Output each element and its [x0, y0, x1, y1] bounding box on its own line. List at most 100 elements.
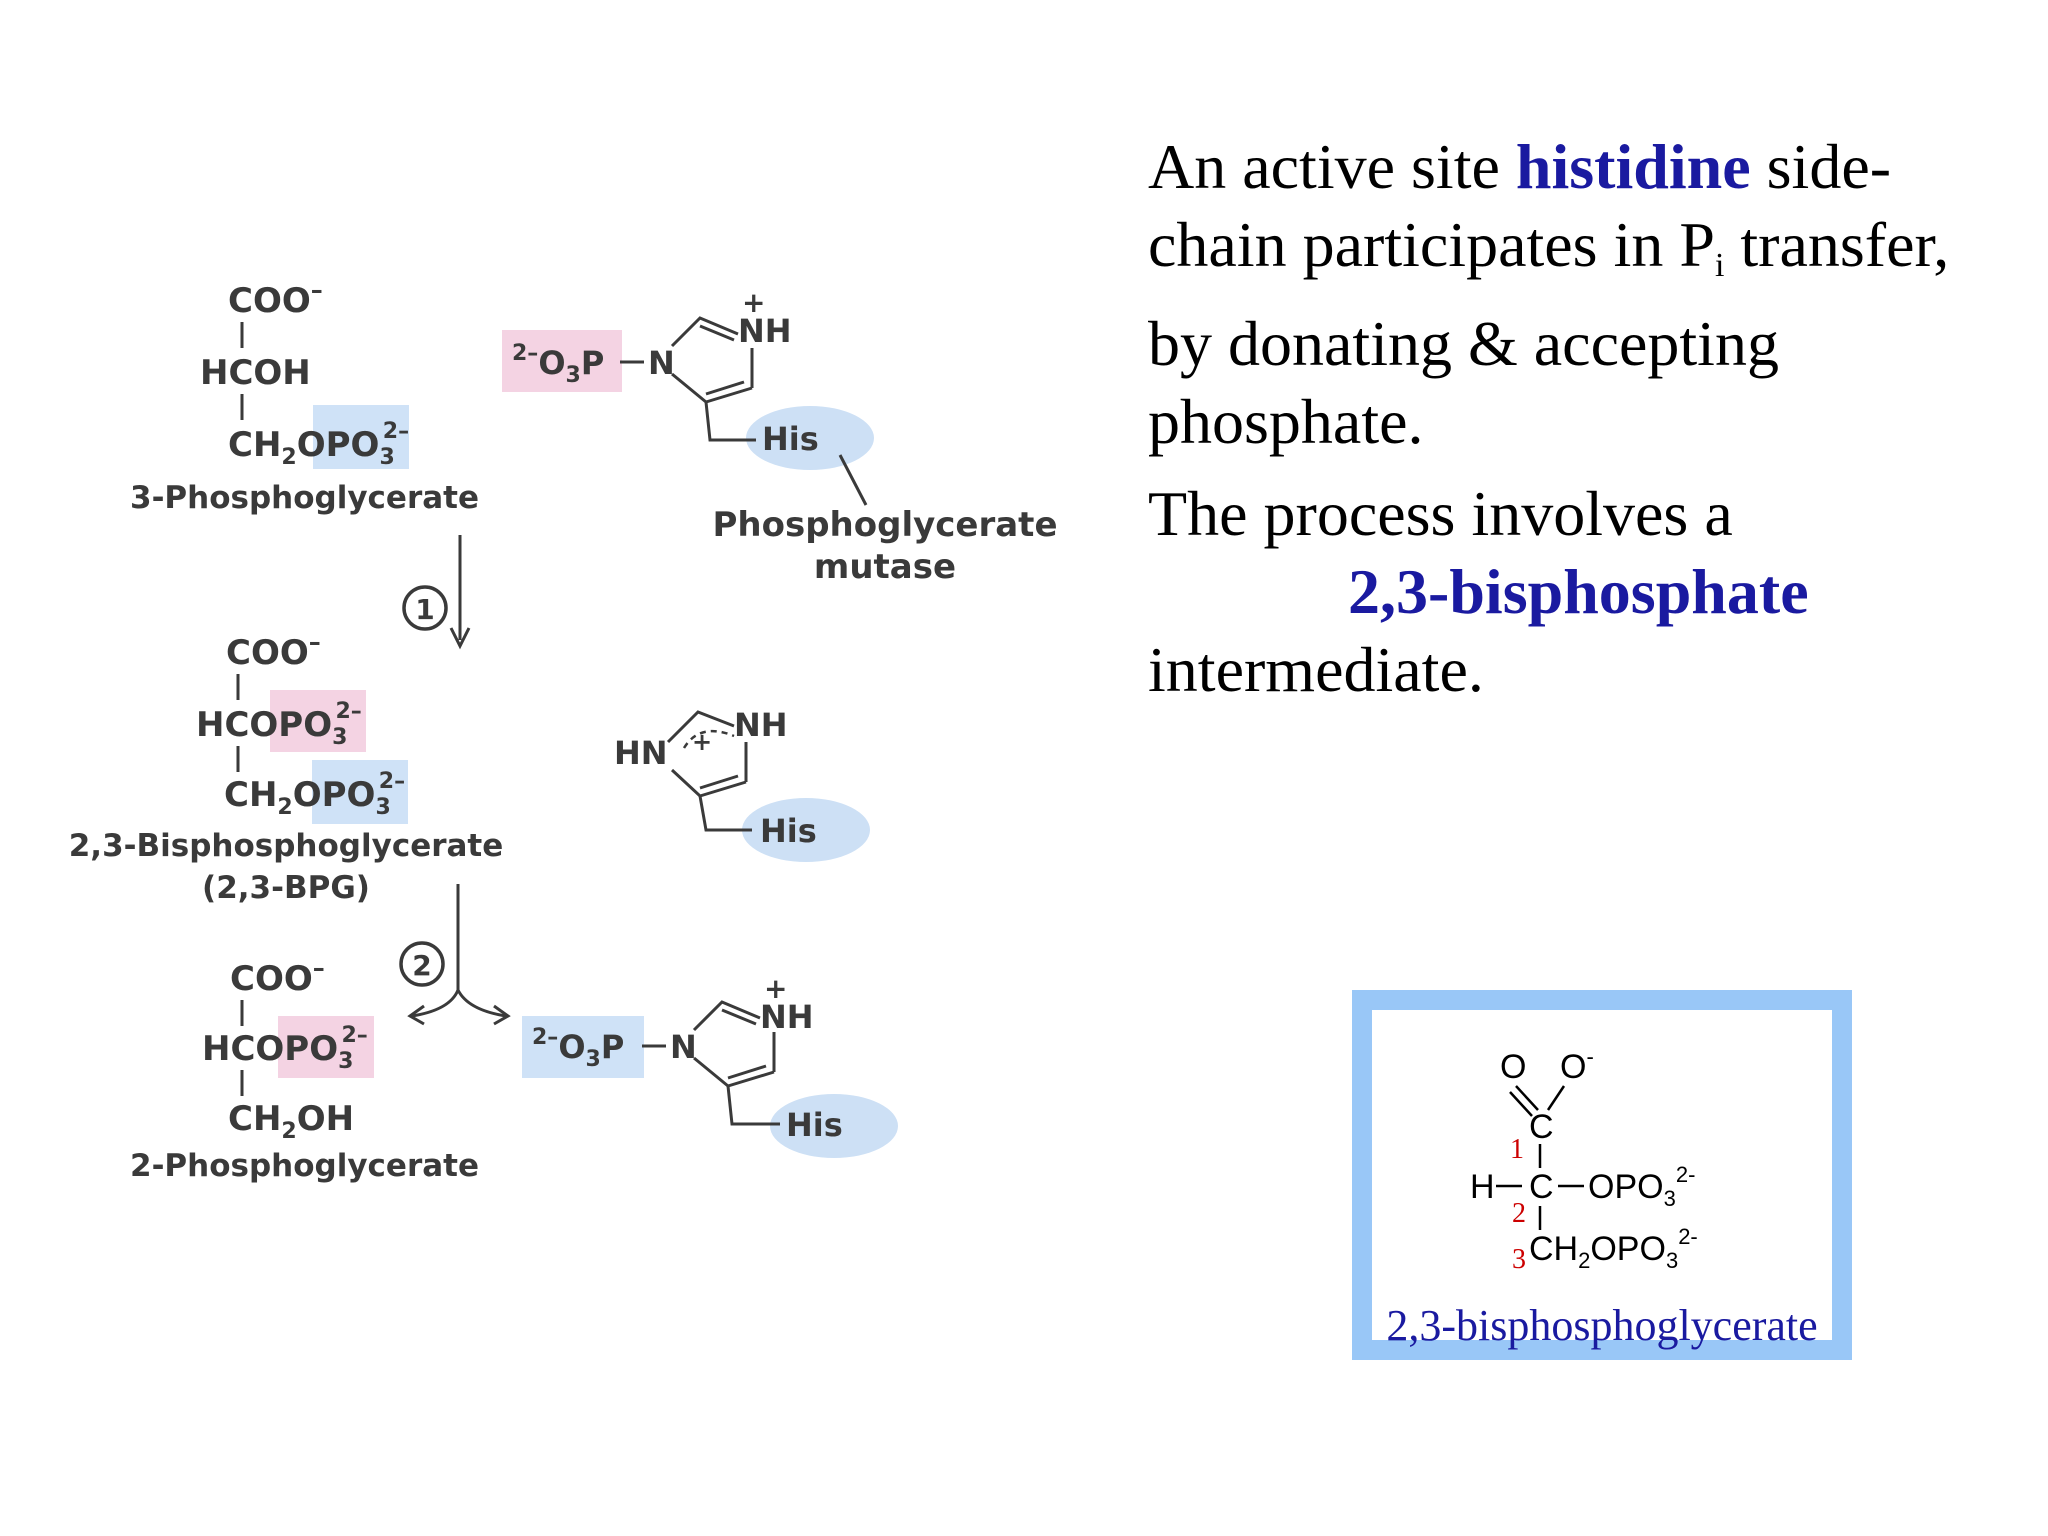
ring-bonds: [692, 1000, 761, 1032]
svg-text:COO–: COO–: [226, 628, 321, 673]
bond-double-b: [1509, 1091, 1533, 1117]
his-bot-p: P: [601, 1028, 624, 1066]
histidine-middle: HN + NH His: [614, 706, 870, 862]
svg-text:COO–: COO–: [230, 954, 325, 999]
bpg-caption: 2,3-bisphosphoglycerate: [1386, 1301, 1818, 1350]
mol1-hcoh: HCOH: [200, 353, 311, 393]
his-bot-nh: NH: [760, 998, 814, 1036]
his-mid-nh: NH: [734, 706, 788, 744]
bpg-num-2: 2: [1512, 1198, 1526, 1229]
his-mid-hn: HN: [614, 734, 668, 772]
bpg-ch: CH: [1529, 1230, 1578, 1268]
mol3-sup: 2–: [341, 1023, 367, 1048]
his-bot-pre: 2–: [532, 1025, 558, 1050]
bpg-sub2: 2: [1578, 1248, 1590, 1273]
ring-double: [699, 324, 735, 342]
mol2-name: 2,3-Bisphosphoglycerate: [69, 828, 504, 864]
molecule-2-phosphoglycerate: COO– HCOPO32– CH2OH 2-Phosphoglycerate: [130, 954, 479, 1184]
svg-text:COO–: COO–: [228, 276, 323, 321]
bpg-sup-b: 2-: [1678, 1224, 1698, 1249]
his-mid-label: His: [760, 812, 817, 850]
bpg-h: H: [1470, 1168, 1495, 1206]
p1-subscript: i: [1714, 247, 1725, 284]
ring-bonds: [666, 710, 735, 744]
his-top-label: His: [762, 420, 819, 458]
phosphate-highlight-pink: [278, 1016, 374, 1078]
mol2-sub2: 2: [277, 795, 292, 820]
ring-bonds: [670, 316, 739, 348]
p2-text-b: intermediate.: [1148, 634, 1484, 705]
molecule-2-3-bpg: COO– HCOPO32– CH2OPO32– 2,3-Bisphosphogl…: [69, 628, 504, 906]
mol1-opo: OPO: [297, 425, 380, 465]
bpg-minus: -: [1586, 1044, 1593, 1069]
svg-text:OPO32-: OPO32-: [1588, 1162, 1695, 1211]
his-bot-plus: +: [764, 972, 787, 1005]
bpg-sub3b: 3: [1666, 1248, 1678, 1273]
svg-text:HCOPO32–: HCOPO32–: [202, 1023, 368, 1074]
ring-bonds: [671, 372, 753, 404]
his-top-sub3: 3: [566, 363, 581, 388]
mol1-sub3: 3: [379, 445, 394, 470]
mol2-sup-a: 2–: [335, 699, 361, 724]
enzyme-name-line1: Phosphoglycerate: [712, 505, 1057, 545]
enzyme-name-line2: mutase: [814, 547, 956, 587]
his-ellipse: [742, 798, 870, 862]
mol3-charge: –: [313, 954, 325, 982]
step-2-circle: [399, 941, 445, 987]
step-1-arrow: 1: [402, 535, 471, 650]
paragraph-1: An active site histidine side-chain part…: [1148, 128, 2008, 461]
bpg-num-1: 1: [1510, 1134, 1524, 1165]
bpg-o1: O: [1500, 1048, 1526, 1086]
his-ellipse: [770, 1094, 898, 1158]
reaction-scheme: COO– HCOH CH2OPO32– 3-Phosphoglycerate 2…: [69, 276, 1058, 1184]
phosphate-highlight-blue: [312, 760, 408, 824]
bpg-opo: OPO: [1588, 1168, 1664, 1206]
bpg-o2: O: [1560, 1048, 1586, 1086]
enzyme-pointer: [838, 454, 868, 506]
svg-text:CH2OPO32–: CH2OPO32–: [224, 769, 405, 820]
mol1-name: 3-Phosphoglycerate: [130, 480, 479, 516]
p2-text-a: The process involves a: [1148, 478, 1733, 549]
molecule-3-phosphoglycerate: COO– HCOH CH2OPO32– 3-Phosphoglycerate: [130, 276, 479, 516]
mol2-sub3b: 3: [375, 795, 390, 820]
phospho-histidine-bottom: 2–O3P N NH + His: [522, 972, 898, 1158]
svg-text:O-: O-: [1560, 1044, 1594, 1086]
svg-text:2–O3P: 2–O3P: [532, 1025, 624, 1072]
his-mid-plus: +: [692, 728, 712, 756]
p1-highlight: histidine: [1515, 131, 1751, 202]
bpg-c1: C: [1529, 1108, 1554, 1146]
his-top-nh: NH: [738, 312, 792, 350]
bpg-structure-box: O O- C 1 H C 2 OPO32- 3 CH2OPO32- 2,3-bi…: [1352, 990, 1852, 1360]
bpg-c2: C: [1529, 1168, 1554, 1206]
ring-resonance: [682, 729, 735, 749]
p1-text-b: side-chain participates in P: [1148, 131, 1892, 280]
phosphate-highlight-pink: [502, 330, 622, 392]
mol1-charge: –: [311, 276, 323, 304]
his-bot-n: N: [670, 1028, 697, 1066]
mol2-sup-b: 2–: [379, 769, 405, 794]
step-2-number: 2: [412, 949, 431, 982]
his-top-n: N: [648, 344, 675, 382]
his-top-o: O: [538, 344, 565, 382]
side-chain: [726, 1085, 780, 1126]
bpg-structure: O O- C 1 H C 2 OPO32- 3 CH2OPO32-: [1470, 1044, 1698, 1275]
ring-bonds: [670, 768, 747, 798]
mol2-sub3a: 3: [332, 725, 347, 750]
ring-bonds: [693, 1056, 775, 1088]
step-1-number: 1: [415, 593, 434, 626]
p1-text-a: An active site: [1148, 131, 1516, 202]
ring-double: [727, 1064, 767, 1080]
mol3-sub2: 2: [281, 1119, 296, 1144]
mol2-charge: –: [309, 628, 321, 656]
his-top-plus: +: [742, 286, 765, 319]
svg-text:CH2OPO32–: CH2OPO32–: [228, 419, 409, 470]
mol1-ch: CH: [228, 425, 281, 465]
phosphate-highlight-blue: [522, 1016, 644, 1078]
bpg-sub3a: 3: [1664, 1186, 1676, 1211]
bpg-sup-a: 2-: [1676, 1162, 1696, 1187]
his-bot-o: O: [558, 1028, 585, 1066]
mol1-coo: COO: [228, 281, 311, 321]
phosphate-highlight-blue: [313, 405, 409, 469]
bond-double-a: [1515, 1085, 1539, 1111]
